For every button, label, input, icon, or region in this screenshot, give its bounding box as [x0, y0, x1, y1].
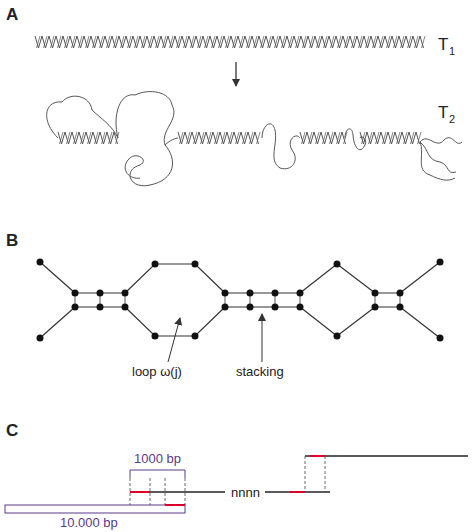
- helix-group: [35, 36, 425, 144]
- dimension-label: 1000 bp: [134, 452, 181, 465]
- helix-strand: [178, 132, 259, 144]
- loop-model: [40, 262, 440, 338]
- sequence-diagram: [5, 456, 468, 513]
- temperature-label: T: [438, 36, 448, 53]
- helix-strand: [60, 132, 120, 144]
- panel-letter: C: [6, 422, 18, 439]
- dimension-label: 10.000 bp: [60, 516, 118, 529]
- helix-strand: [37, 36, 426, 48]
- base-dots: [37, 259, 444, 342]
- helix-strand: [362, 132, 422, 144]
- temperature-label: T: [438, 104, 448, 121]
- stacking-leader: [262, 314, 263, 362]
- subscript: 1: [449, 46, 455, 57]
- loop-leader: [168, 318, 180, 362]
- helix-strand: [302, 132, 348, 144]
- annotation: loop ω(j): [132, 365, 182, 378]
- annotation: stacking: [236, 365, 284, 378]
- denatured-loops: [47, 92, 462, 186]
- helix-strand: [180, 132, 261, 144]
- panel-letter: A: [6, 6, 18, 23]
- panel-letter: B: [6, 232, 18, 249]
- subscript: 2: [449, 114, 455, 125]
- sequence-gap: nnnn: [231, 486, 260, 499]
- transition-arrow: [235, 62, 236, 86]
